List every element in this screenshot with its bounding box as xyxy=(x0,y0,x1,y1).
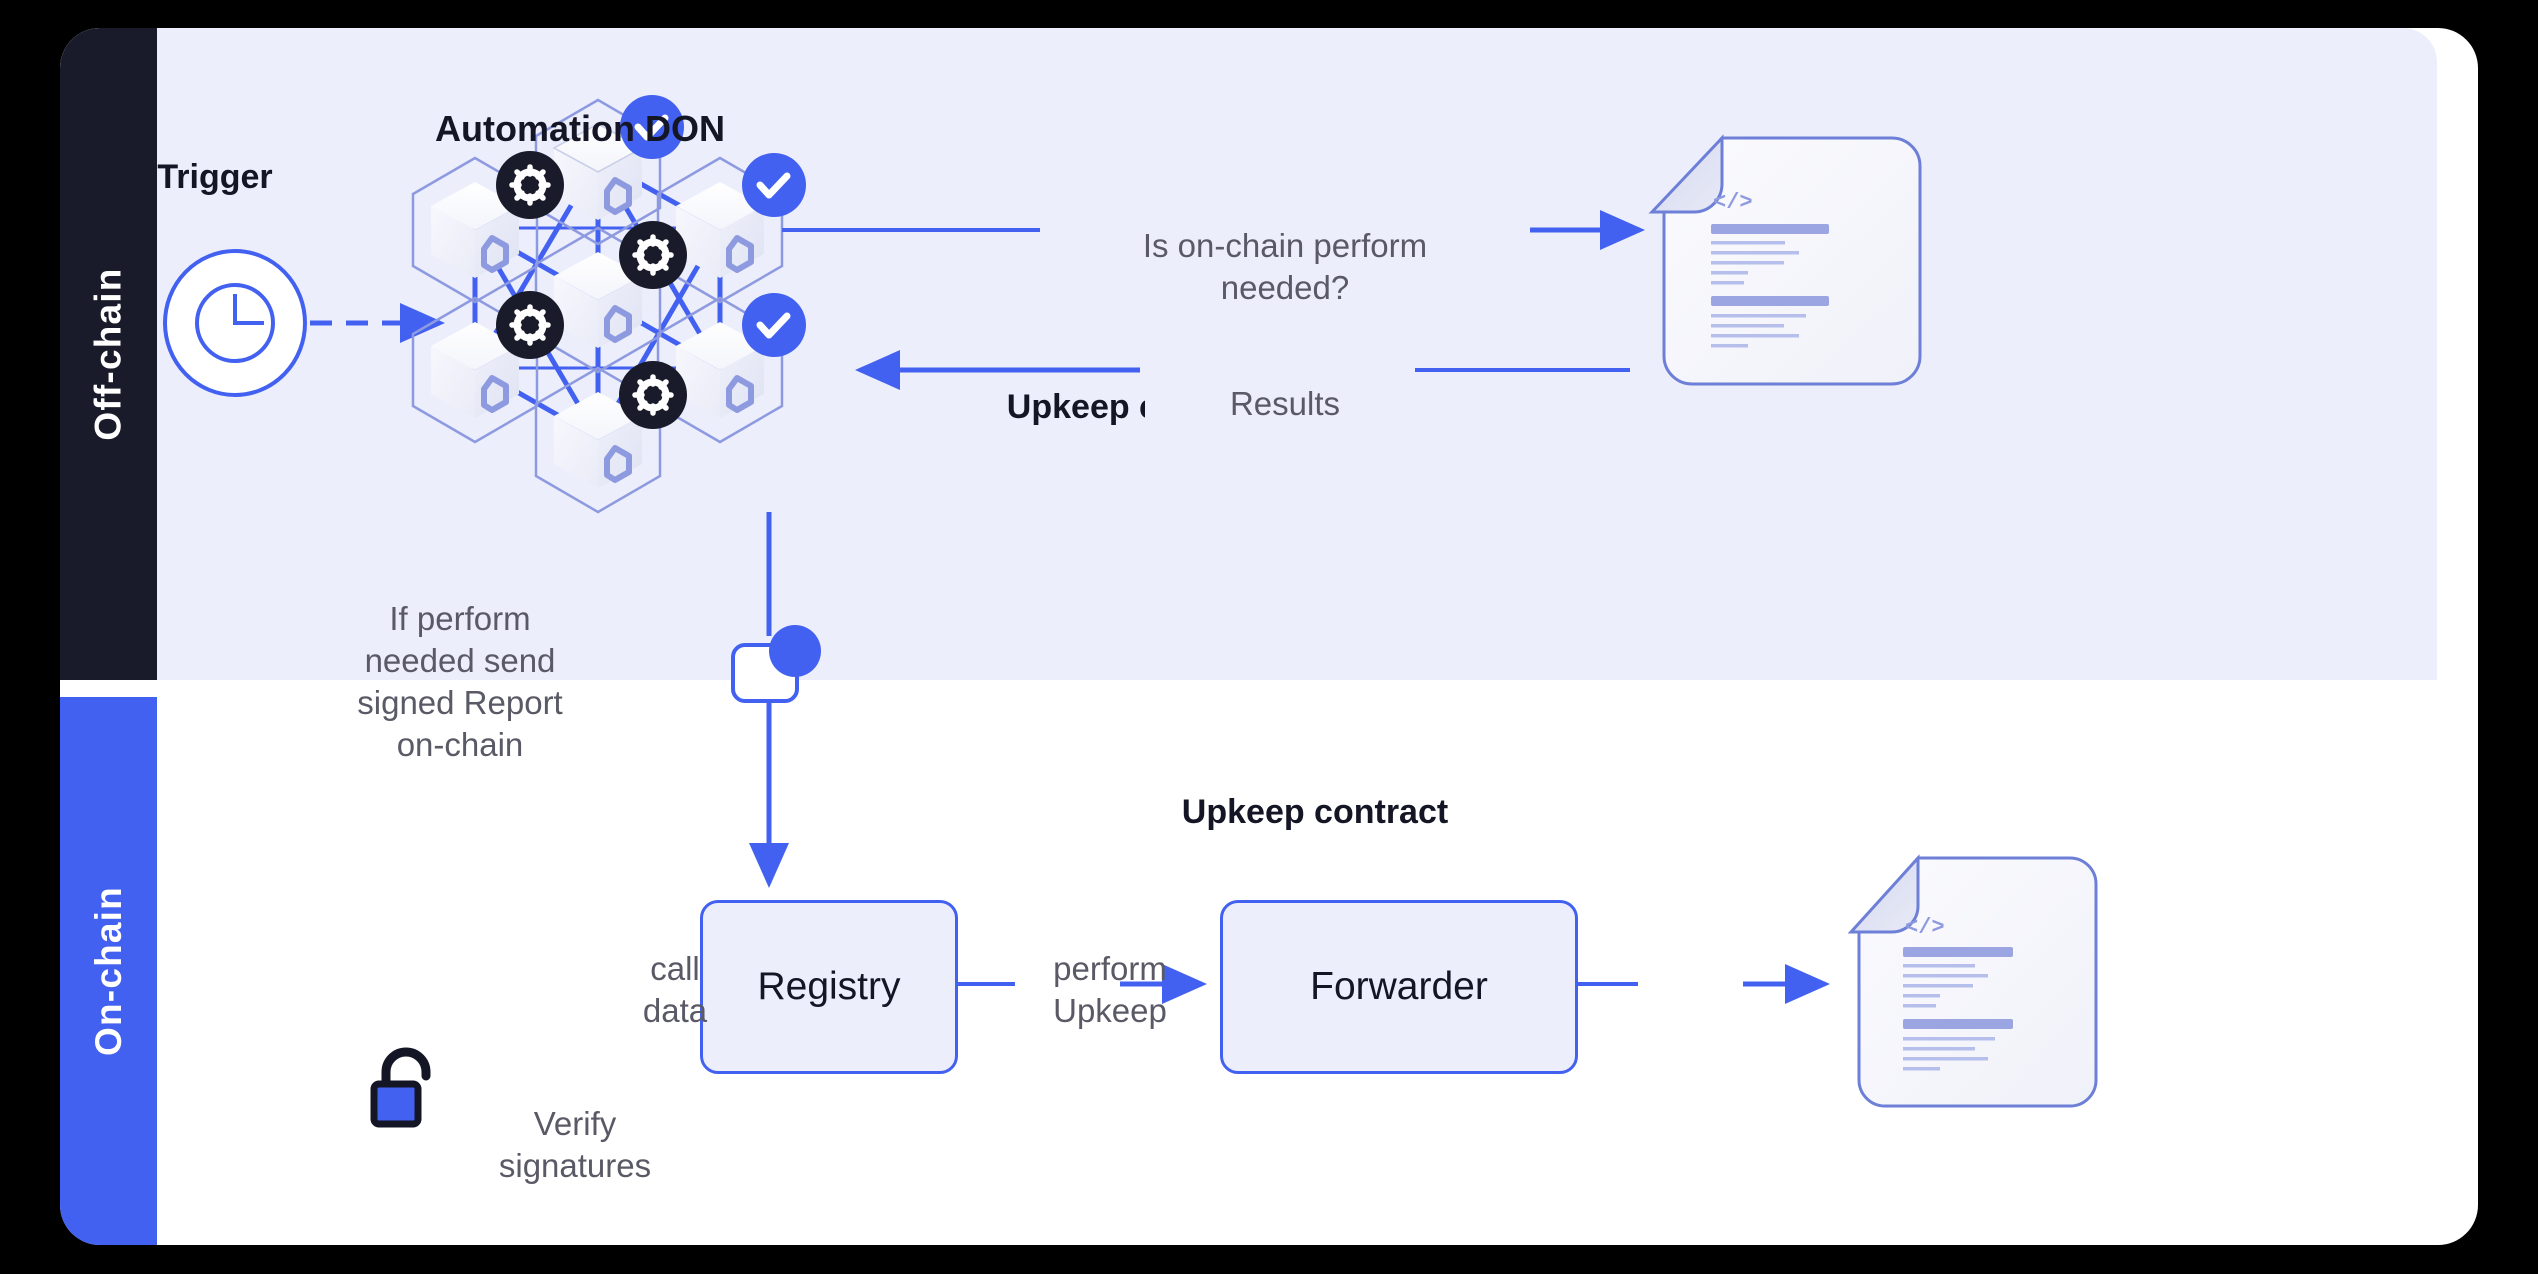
registry-label: Registry xyxy=(757,965,901,1008)
perform-upkeep-label: perform Upkeep xyxy=(1053,950,1167,1029)
signed-report-label: If perform needed send signed Report on-… xyxy=(357,600,563,763)
automation-don-title: Automation DON xyxy=(435,108,725,149)
offchain-rail-label: Off-chain xyxy=(87,267,129,441)
signed-report-badge xyxy=(731,625,821,709)
lock-badge xyxy=(769,625,821,677)
svg-text:</>: </> xyxy=(1905,915,1945,940)
results-label: Results xyxy=(1145,383,1425,425)
clock-icon xyxy=(163,249,307,397)
open-padlock-icon xyxy=(370,1047,431,1128)
onchain-rail: On-chain xyxy=(60,697,157,1245)
call-data-label: call data xyxy=(642,950,708,1029)
forwarder-box[interactable]: Forwarder xyxy=(1220,900,1578,1074)
upkeep-contract-label-bottom: Upkeep contract xyxy=(1181,793,1449,831)
registry-box[interactable]: Registry xyxy=(700,900,958,1074)
upkeep-contract-document-bottom: </> xyxy=(1847,854,2098,1108)
verify-signatures-label: Verify signatures xyxy=(498,1105,652,1184)
forwarder-label: Forwarder xyxy=(1310,965,1488,1008)
query-label: Is on-chain perform needed? xyxy=(1142,227,1428,306)
offchain-rail: Off-chain xyxy=(60,28,157,680)
onchain-rail-label: On-chain xyxy=(87,886,129,1056)
diagram-card: Off-chain On-chain xyxy=(60,28,2478,1245)
trigger-title: Trigger xyxy=(157,158,273,196)
